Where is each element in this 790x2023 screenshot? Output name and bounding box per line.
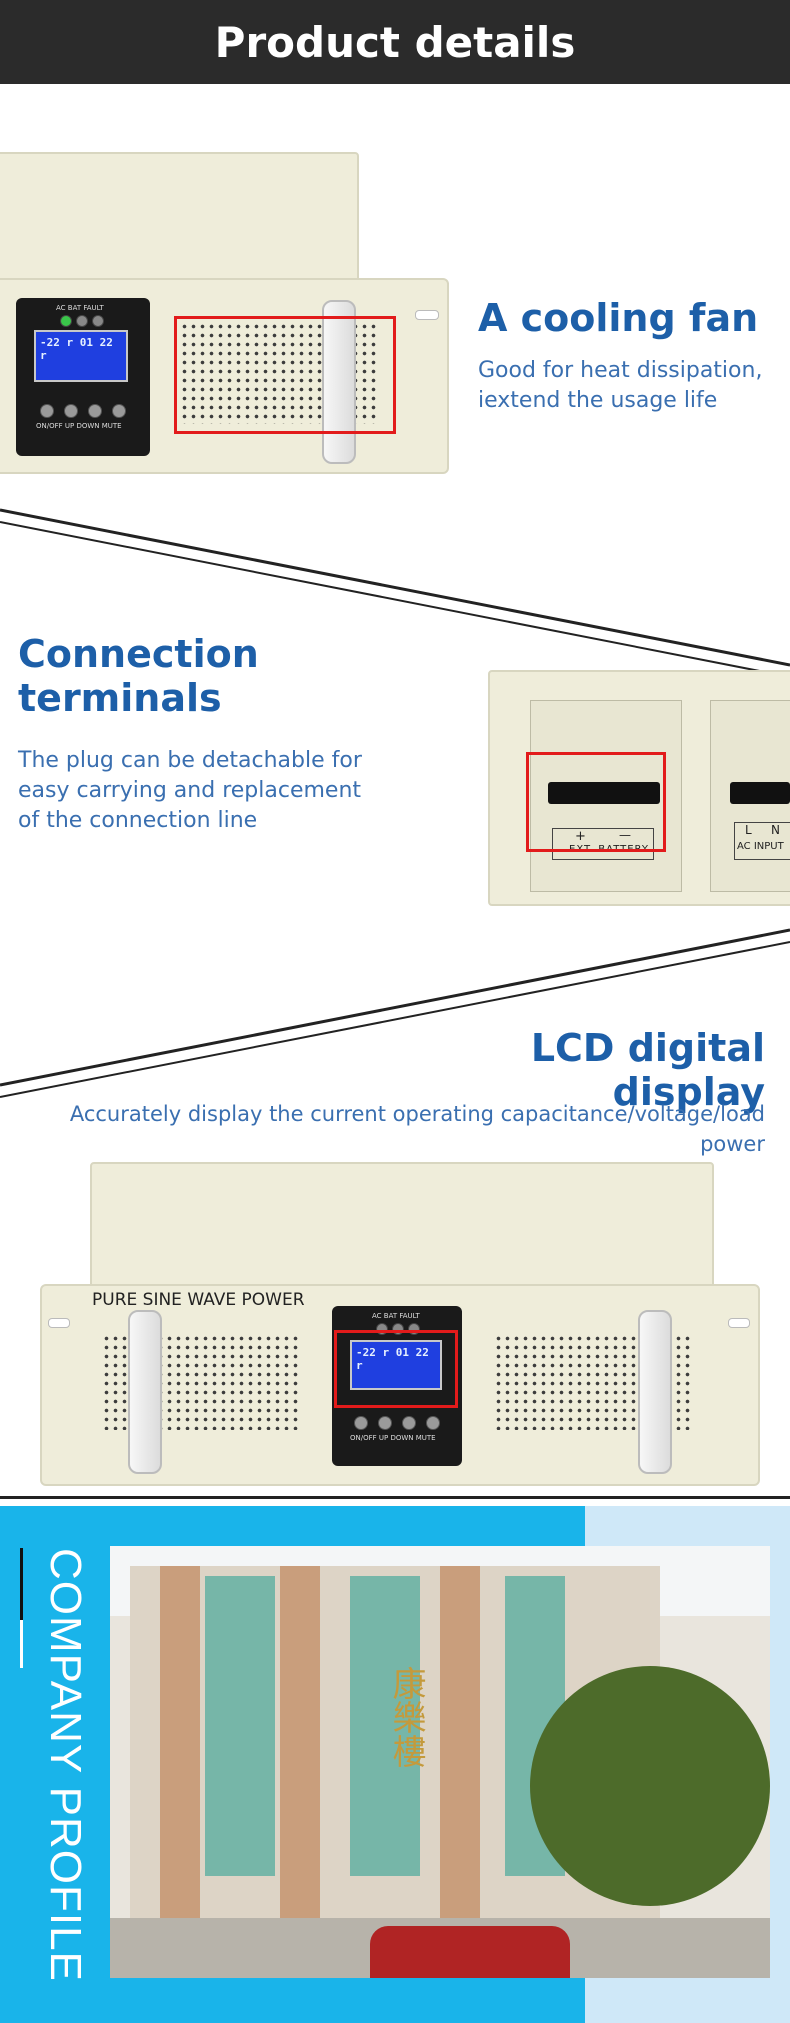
handle-left — [128, 1310, 162, 1474]
front-panel-label: PURE SINE WAVE POWER — [92, 1290, 305, 1310]
building-pillar-3 — [440, 1566, 480, 1936]
button-labels-3: ON/OFF UP DOWN MUTE — [350, 1434, 436, 1442]
connection-title-2: terminals — [18, 676, 222, 720]
mute-button-icon — [112, 404, 126, 418]
device-top-view-3 — [90, 1162, 714, 1294]
cooling-fan-desc-2: iextend the usage life — [478, 388, 718, 413]
company-accent-bar — [20, 1548, 23, 1668]
battery-slot — [548, 782, 660, 804]
plus-symbol: + — [575, 829, 586, 844]
building-pillar-2 — [280, 1566, 320, 1936]
bat-indicator-icon — [76, 315, 88, 327]
button-labels: ON/OFF UP DOWN MUTE — [36, 422, 122, 430]
connection-desc-3: of the connection line — [18, 808, 258, 833]
lcd-title: LCD digital display — [530, 1026, 765, 1114]
handle-1 — [322, 300, 356, 464]
lcd-desc-2: power — [700, 1132, 765, 1156]
mute-button-3-icon — [426, 1416, 440, 1430]
tree-foliage — [530, 1666, 770, 1906]
mount-hole-left-icon — [48, 1318, 70, 1328]
down-button-icon — [88, 404, 102, 418]
connection-title-1: Connection — [18, 632, 259, 676]
ac-terminal-label-box: L N AC INPUT — [734, 822, 790, 860]
header-bar: Product details — [0, 0, 790, 84]
lcd-panel-1: AC BAT FAULT -22 r 01 22 r ON/OFF UP DOW… — [16, 298, 150, 456]
building-sign: 康樂樓 — [386, 1666, 426, 1768]
mount-hole-right-icon — [728, 1318, 750, 1328]
n-label: N — [771, 823, 780, 837]
section-separator — [0, 1496, 790, 1499]
page-title: Product details — [214, 18, 576, 67]
red-car — [370, 1926, 570, 1978]
ac-input-label: AC INPUT — [737, 841, 784, 852]
terminal-highlight-box — [526, 752, 666, 852]
divider-lines-2 — [0, 928, 790, 1098]
ac-indicator-icon — [60, 315, 72, 327]
minus-symbol: — — [619, 828, 631, 842]
company-accent-bar-2 — [20, 1620, 23, 1668]
company-building-photo: 康樂樓 — [110, 1546, 770, 1978]
cooling-fan-title: A cooling fan — [478, 296, 759, 340]
indicator-labels: AC BAT FAULT — [56, 304, 104, 312]
power-button-icon — [40, 404, 54, 418]
lcd-readout-3: -22 r 01 22 r — [356, 1346, 429, 1372]
cooling-fan-desc-1: Good for heat dissipation, — [478, 358, 763, 383]
down-button-3-icon — [402, 1416, 416, 1430]
indicator-labels-3: AC BAT FAULT — [372, 1312, 420, 1320]
mount-hole-icon — [415, 310, 439, 320]
l-label: L — [745, 823, 752, 837]
up-button-3-icon — [378, 1416, 392, 1430]
window-column-1 — [205, 1576, 275, 1876]
lcd-screen-1: -22 r 01 22 r — [34, 330, 128, 382]
handle-right — [638, 1310, 672, 1474]
lcd-readout: -22 r 01 22 r — [40, 336, 113, 362]
lcd-highlight-box — [334, 1330, 458, 1408]
up-button-icon — [64, 404, 78, 418]
company-profile-label: COMPANY PROFILE — [41, 1548, 90, 1982]
building-pillar-1 — [160, 1566, 200, 1936]
fan-highlight-box — [174, 316, 396, 434]
device-top-view-1 — [0, 152, 359, 286]
fault-indicator-icon — [92, 315, 104, 327]
lcd-desc-1: Accurately display the current operating… — [69, 1102, 765, 1126]
window-column-2 — [350, 1576, 420, 1876]
power-button-3-icon — [354, 1416, 368, 1430]
connection-desc-2: easy carrying and replacement — [18, 778, 362, 803]
lcd-screen-3: -22 r 01 22 r — [350, 1340, 442, 1390]
divider-lines-1 — [0, 508, 790, 678]
ac-slot — [730, 782, 790, 804]
connection-desc-1: The plug can be detachable for — [18, 748, 362, 773]
